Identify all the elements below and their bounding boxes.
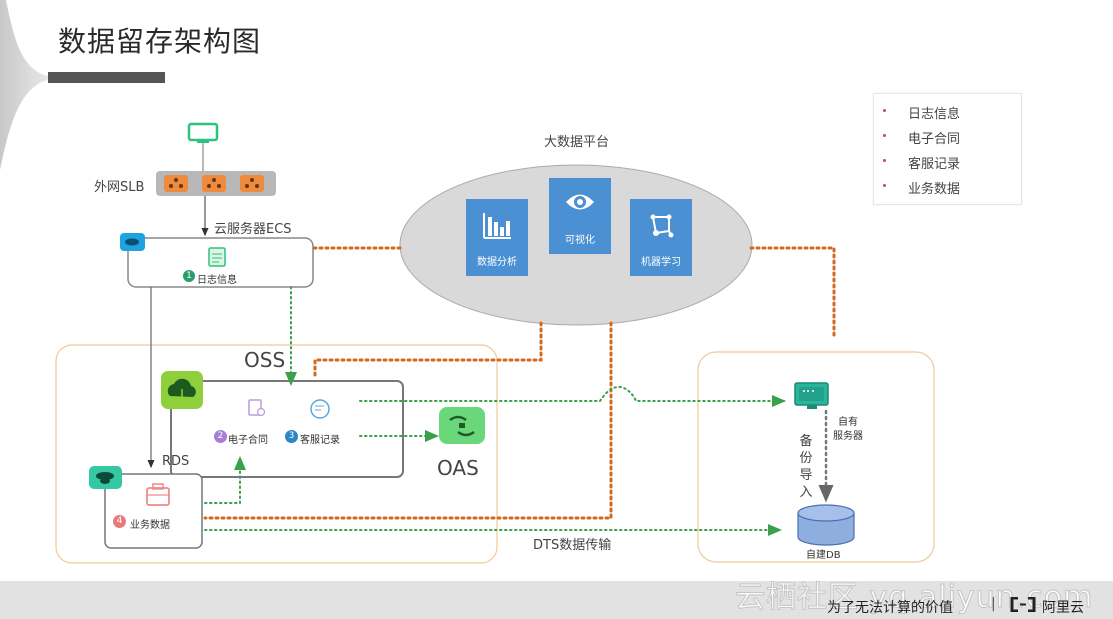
contract-icon: [248, 399, 266, 417]
oas-label: OAS: [437, 456, 479, 480]
footer-slogan: 为了无法计算的价值: [827, 600, 953, 616]
tile-label: 机器学习: [641, 257, 681, 268]
load-balancer-icon: [240, 175, 264, 192]
briefcase-icon: [146, 483, 170, 506]
footer-bar: [0, 581, 1113, 619]
oas-archive-icon: [439, 407, 485, 444]
legend-item: 业务数据: [874, 177, 1021, 197]
tile-data-analysis[interactable]: 数据分析: [466, 199, 528, 276]
self-server-label-line2: 服务器: [833, 431, 863, 442]
self-db-label: 自建DB: [806, 550, 841, 561]
bigdata-to-rds-connector: [203, 321, 613, 520]
bigdata-to-selfhosted-connector: [749, 246, 836, 340]
title-underline: [48, 72, 165, 83]
service-record-label: 客服记录: [300, 435, 340, 446]
bullet-icon: [883, 134, 886, 137]
footer-brand: 阿里云: [1042, 600, 1084, 616]
load-balancer-icon: [164, 175, 188, 192]
self-hosted-zone: [697, 351, 935, 563]
dts-label: DTS数据传输: [533, 538, 612, 553]
bullet-icon: [883, 109, 886, 112]
oss-label: OSS: [244, 348, 286, 372]
rds-label: RDS: [162, 454, 190, 469]
legend-item: 客服记录: [874, 152, 1021, 172]
bullet-icon: [883, 159, 886, 162]
rds-box: [104, 473, 203, 549]
self-hosted-server-icon: [794, 382, 829, 409]
number-badge: 1: [183, 270, 195, 282]
monitor-icon: [187, 122, 219, 143]
log-info-label: 日志信息: [197, 275, 237, 286]
decorative-swoosh: [0, 0, 48, 170]
notepad-icon: [208, 247, 226, 267]
tile-label: 数据分析: [477, 257, 517, 268]
ecs-icon: [120, 233, 145, 251]
bullet-icon: [883, 184, 886, 187]
eye-icon: [566, 194, 594, 210]
footer-separator: |: [991, 596, 996, 612]
bar-chart-icon: [483, 213, 511, 239]
oss-box: [170, 380, 404, 478]
tile-machine-learning[interactable]: 机器学习: [630, 199, 692, 276]
self-server-label-line1: 自有: [838, 417, 858, 428]
legend: 日志信息 电子合同 客服记录 业务数据: [873, 93, 1022, 205]
oss-to-selfhosted-connector: [359, 385, 786, 407]
backup-import-label: 备 份 导 入: [799, 434, 813, 500]
oss-cloud-icon: [161, 371, 203, 409]
slb-label: 外网SLB: [94, 180, 145, 195]
aliyun-zone: [55, 344, 498, 564]
network-icon: [650, 214, 674, 238]
number-badge: 2: [214, 430, 227, 443]
aliyun-logo-icon: [1010, 597, 1036, 612]
legend-item: 电子合同: [874, 127, 1021, 147]
load-balancer-icon: [202, 175, 226, 192]
big-data-platform-label: 大数据平台: [544, 135, 610, 150]
tile-label: 可视化: [565, 235, 595, 246]
rds-to-oss-connector: [204, 456, 246, 504]
number-badge: 4: [113, 515, 126, 528]
legend-item: 日志信息: [874, 102, 1021, 122]
number-badge: 3: [285, 430, 298, 443]
contract-label: 电子合同: [228, 435, 268, 446]
database-icon: [797, 504, 855, 546]
bigdata-to-oss-connector: [313, 321, 543, 381]
chat-icon: [310, 399, 330, 419]
architecture-diagram: [55, 122, 935, 564]
page-title: 数据留存架构图: [58, 25, 262, 58]
rds-icon: [89, 466, 122, 489]
tile-visualization[interactable]: 可视化: [549, 178, 611, 254]
business-data-label: 业务数据: [130, 520, 170, 531]
ecs-label: 云服务器ECS: [214, 222, 292, 237]
